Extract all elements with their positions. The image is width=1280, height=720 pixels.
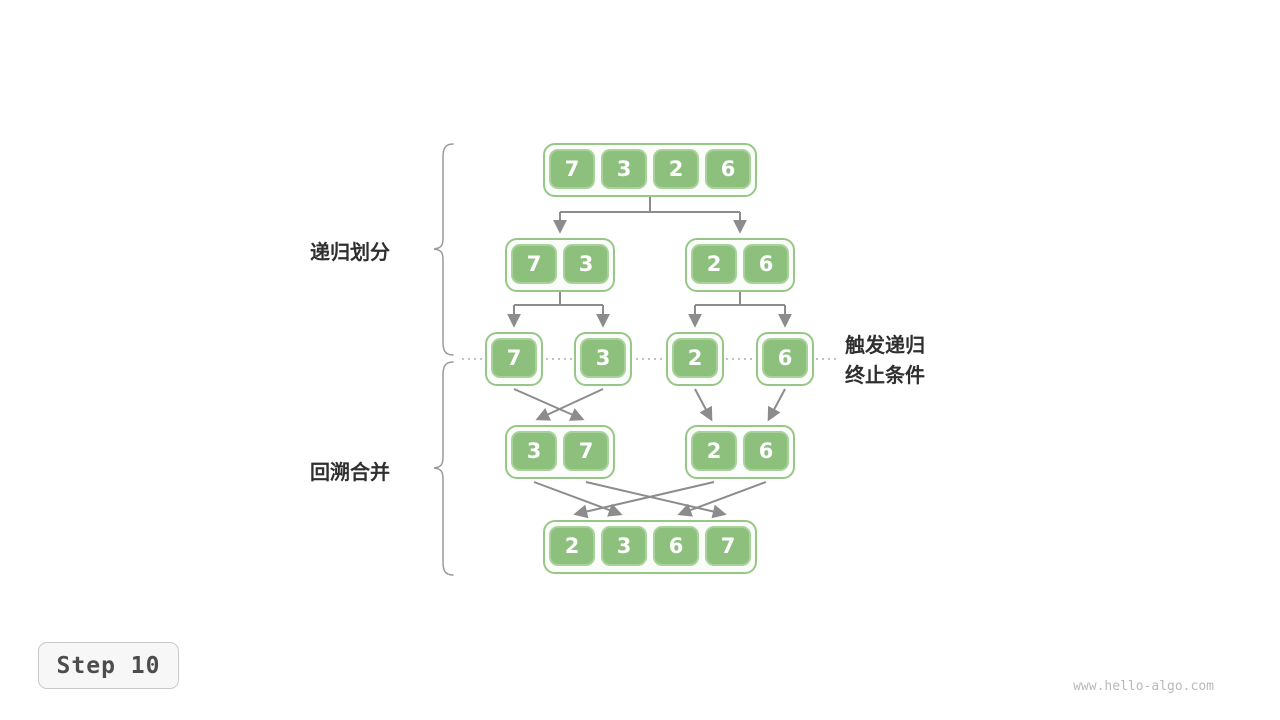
cell-value: 3 xyxy=(580,338,626,378)
cell-value: 2 xyxy=(691,244,737,284)
merge-connectors-level1 xyxy=(513,388,786,422)
label-terminate-line1: 触发递归 xyxy=(845,335,925,357)
cell-value: 6 xyxy=(743,431,789,471)
cell-value: 6 xyxy=(743,244,789,284)
array-single-1: 7 xyxy=(485,332,543,386)
cell-value: 7 xyxy=(491,338,537,378)
cell-value: 3 xyxy=(601,526,647,566)
cell-value: 2 xyxy=(653,149,699,189)
label-recursive-divide: 递归划分 xyxy=(310,242,390,264)
divide-connectors-level2 xyxy=(507,292,792,328)
cell-value: 2 xyxy=(672,338,718,378)
array-single-4: 6 xyxy=(756,332,814,386)
merge-connectors-level2 xyxy=(533,481,767,519)
label-backtrack-merge: 回溯合并 xyxy=(310,462,390,484)
cell-value: 3 xyxy=(601,149,647,189)
cell-value: 6 xyxy=(705,149,751,189)
brace-merge xyxy=(433,361,454,576)
array-single-2: 3 xyxy=(574,332,632,386)
cell-value: 2 xyxy=(549,526,595,566)
cell-value: 7 xyxy=(549,149,595,189)
array-single-3: 2 xyxy=(666,332,724,386)
cell-value: 6 xyxy=(762,338,808,378)
array-divide-right: 2 6 xyxy=(685,238,795,292)
array-divide-left: 7 3 xyxy=(505,238,615,292)
cell-value: 7 xyxy=(705,526,751,566)
cell-value: 3 xyxy=(563,244,609,284)
cell-value: 6 xyxy=(653,526,699,566)
label-terminate-condition: 触发递归 终止条件 xyxy=(845,331,925,391)
array-result: 2 3 6 7 xyxy=(543,520,757,574)
array-merge-left: 3 7 xyxy=(505,425,615,479)
cell-value: 3 xyxy=(511,431,557,471)
array-merge-right: 2 6 xyxy=(685,425,795,479)
cell-value: 2 xyxy=(691,431,737,471)
step-badge: Step 10 xyxy=(38,642,179,689)
divide-connectors-level1 xyxy=(553,197,747,234)
watermark: www.hello-algo.com xyxy=(1073,679,1214,694)
array-root: 7 3 2 6 xyxy=(543,143,757,197)
cell-value: 7 xyxy=(511,244,557,284)
brace-divide xyxy=(433,143,454,356)
label-terminate-line2: 终止条件 xyxy=(845,365,925,387)
cell-value: 7 xyxy=(563,431,609,471)
